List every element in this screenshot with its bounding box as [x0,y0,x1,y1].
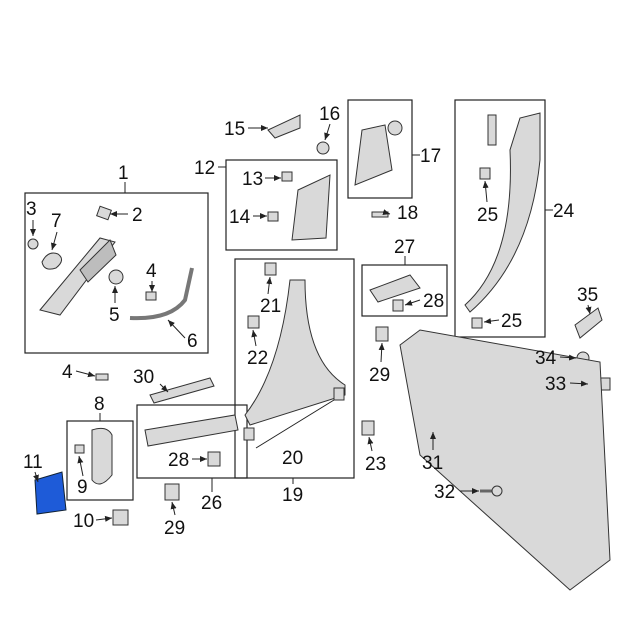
callout-34: 34 [535,348,557,369]
callout-17: 17 [420,146,441,167]
callout-11: 11 [23,452,43,473]
callout-6: 6 [187,331,198,352]
callout-19: 19 [282,485,303,506]
callout-27: 27 [394,237,415,258]
group-box-26 [136,404,248,479]
callout-13: 13 [242,169,263,190]
callout-25: 25 [477,205,498,226]
callout-28b: 28 [423,291,444,312]
callout-20: 20 [282,448,303,469]
callout-3: 3 [26,199,37,220]
group-box-17 [347,99,413,199]
callout-8: 8 [94,394,105,415]
callout-14: 14 [229,207,251,228]
callout-32: 32 [434,482,455,503]
group-box-24 [454,99,546,338]
part-shapes [27,112,611,591]
callout-33: 33 [545,374,566,395]
callout-18: 18 [397,203,418,224]
leader-arrows [30,123,592,522]
callout-9: 9 [77,477,88,498]
callout-35: 35 [577,285,598,306]
callout-7: 7 [51,211,62,232]
callout-29: 29 [164,518,185,539]
callout-5: 5 [109,305,120,326]
callout-12: 12 [194,158,215,179]
callout-24: 24 [553,201,575,222]
callout-1: 1 [118,163,129,184]
callout-26: 26 [201,493,222,514]
callout-22: 22 [247,348,268,369]
callout-labels: 1 2 3 7 4 5 6 4 30 8 9 11 10 28 26 29 15… [23,104,598,539]
group-box-12 [225,159,338,251]
callout-31: 31 [422,453,443,474]
callout-10: 10 [73,511,94,532]
callout-4b: 4 [62,362,73,383]
group-box-19 [234,258,355,479]
callout-16: 16 [319,104,340,125]
callout-2: 2 [132,205,143,226]
group-box-1 [24,192,209,354]
callout-29b: 29 [369,365,390,386]
callout-30: 30 [133,367,154,388]
highlighted-part-11 [34,471,67,515]
callout-4: 4 [146,261,157,282]
callout-23: 23 [365,454,386,475]
rear-panel-31 [399,329,611,591]
callout-15: 15 [224,119,245,140]
callout-25b: 25 [501,311,522,332]
callout-28: 28 [168,450,189,471]
callout-21: 21 [260,296,281,317]
